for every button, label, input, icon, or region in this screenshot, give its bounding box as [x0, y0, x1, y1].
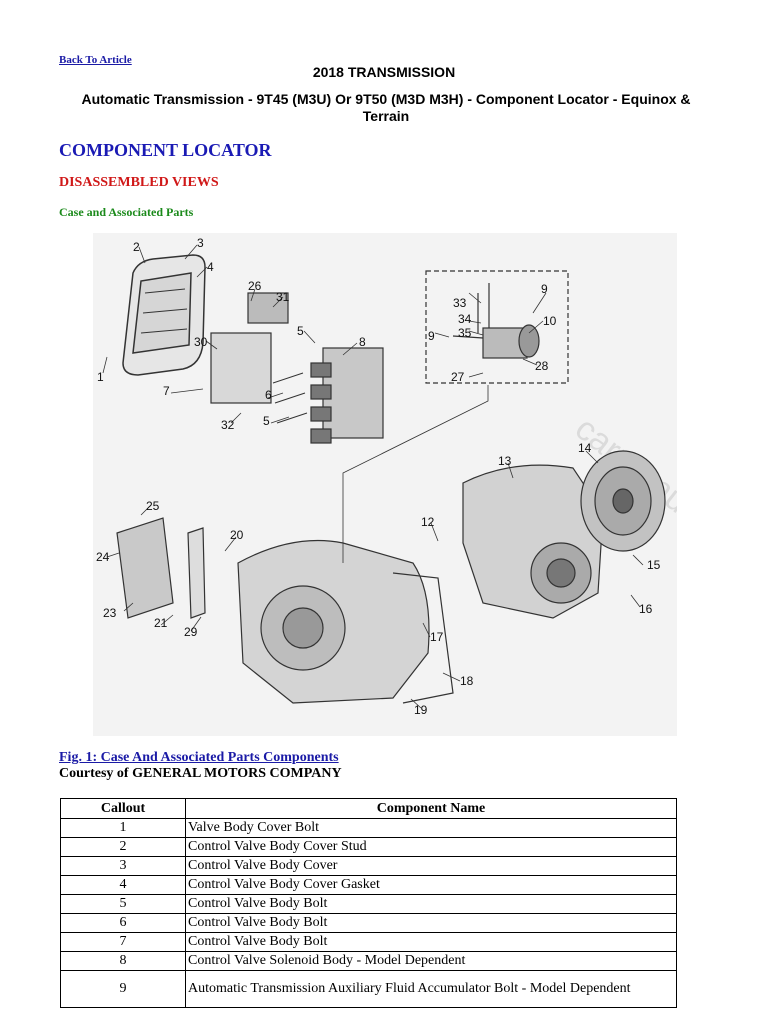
valve-body-drawing [210, 292, 384, 444]
component-name-cell: Control Valve Body Bolt [185, 894, 677, 914]
table-row: 9 Automatic Transmission Auxiliary Fluid… [60, 970, 677, 1008]
callout-cell: 9 [60, 970, 186, 1008]
component-name-cell: Control Valve Solenoid Body - Model Depe… [185, 951, 677, 971]
accumulator-drawing [425, 270, 569, 384]
callout-label: 26 [248, 279, 262, 293]
callout-label: 23 [103, 606, 117, 620]
component-name-cell: Control Valve Body Bolt [185, 932, 677, 952]
callout-label: 5 [297, 324, 304, 338]
torque-converter-drawing [580, 450, 666, 552]
subsection-heading: DISASSEMBLED VIEWS [59, 175, 219, 190]
callout-label: 35 [458, 326, 472, 340]
callout-label: 6 [265, 388, 272, 402]
component-name-cell: Control Valve Body Cover Stud [185, 837, 677, 857]
callout-cell: 6 [60, 913, 186, 933]
callout-label: 18 [460, 674, 474, 688]
callout-label: 24 [96, 550, 110, 564]
callout-label: 21 [154, 616, 168, 630]
document-title: 2018 TRANSMISSION [312, 64, 456, 80]
callout-label: 19 [414, 703, 428, 717]
callout-label: 28 [535, 359, 549, 373]
callout-label: 8 [359, 335, 366, 349]
table-row: 2 Control Valve Body Cover Stud [60, 837, 677, 857]
callout-label: 9 [541, 282, 548, 296]
callout-label: 9 [428, 329, 435, 343]
table-row: 5 Control Valve Body Bolt [60, 894, 677, 914]
callout-label: 20 [230, 528, 244, 542]
exploded-view-figure: carmanualsdown.com [93, 233, 677, 736]
table-row: 6 Control Valve Body Bolt [60, 913, 677, 933]
callout-label: 25 [146, 499, 160, 513]
callout-label: 4 [207, 260, 214, 274]
figure-caption-link[interactable]: Fig. 1: Case And Associated Parts Compon… [59, 750, 339, 765]
callout-label: 1 [97, 370, 104, 384]
callout-label: 31 [276, 290, 290, 304]
table-header-row: Callout Component Name [60, 798, 677, 819]
back-to-article-link[interactable]: Back To Article [59, 54, 132, 66]
callout-cell: 5 [60, 894, 186, 914]
leader-lines [102, 244, 644, 709]
callout-label: 15 [647, 558, 661, 572]
callout-label: 2 [133, 240, 140, 254]
callout-label: 16 [639, 602, 653, 616]
callout-label: 32 [221, 418, 235, 432]
component-name-cell: Control Valve Body Cover Gasket [185, 875, 677, 895]
table-row: 3 Control Valve Body Cover [60, 856, 677, 876]
component-name-cell: Control Valve Body Cover [185, 856, 677, 876]
callout-label: 10 [543, 314, 557, 328]
callout-label: 14 [578, 441, 592, 455]
table-row: 7 Control Valve Body Bolt [60, 932, 677, 952]
valve-body-cover-drawing [122, 254, 206, 376]
callout-cell: 7 [60, 932, 186, 952]
table-row: 8 Control Valve Solenoid Body - Model De… [60, 951, 677, 971]
callout-cell: 3 [60, 856, 186, 876]
section-heading: COMPONENT LOCATOR [59, 140, 272, 160]
callout-label: 34 [458, 312, 472, 326]
transmission-case-drawing [237, 539, 454, 704]
callout-label: 17 [430, 630, 444, 644]
document-subtitle: Automatic Transmission - 9T45 (M3U) Or 9… [81, 91, 691, 124]
callout-cell: 2 [60, 837, 186, 857]
callout-label: 30 [194, 335, 208, 349]
group-heading: Case and Associated Parts [59, 205, 194, 219]
component-name-cell: Control Valve Body Bolt [185, 913, 677, 933]
converter-housing-drawing [462, 464, 604, 619]
callout-labels: 1 2 3 4 5 5 6 7 8 9 9 10 12 13 14 15 16 … [96, 236, 661, 717]
callout-cell: 4 [60, 875, 186, 895]
callout-label: 7 [163, 384, 170, 398]
component-table: Callout Component Name 1 Valve Body Cove… [60, 798, 677, 1008]
solenoid-plate-drawing [116, 517, 206, 619]
component-name-cell: Automatic Transmission Auxiliary Fluid A… [185, 970, 677, 1008]
callout-label: 33 [453, 296, 467, 310]
callout-label: 12 [421, 515, 435, 529]
callout-cell: 8 [60, 951, 186, 971]
callout-cell: 1 [60, 818, 186, 838]
table-row: 4 Control Valve Body Cover Gasket [60, 875, 677, 895]
column-header-component-name: Component Name [185, 798, 677, 819]
callout-label: 5 [263, 414, 270, 428]
table-row: 1 Valve Body Cover Bolt [60, 818, 677, 838]
component-name-cell: Valve Body Cover Bolt [185, 818, 677, 838]
callout-label: 29 [184, 625, 198, 639]
callout-label: 27 [451, 370, 465, 384]
figure-courtesy: Courtesy of GENERAL MOTORS COMPANY [59, 766, 342, 781]
column-header-callout: Callout [60, 798, 186, 819]
callout-label: 13 [498, 454, 512, 468]
callout-label: 3 [197, 236, 204, 250]
